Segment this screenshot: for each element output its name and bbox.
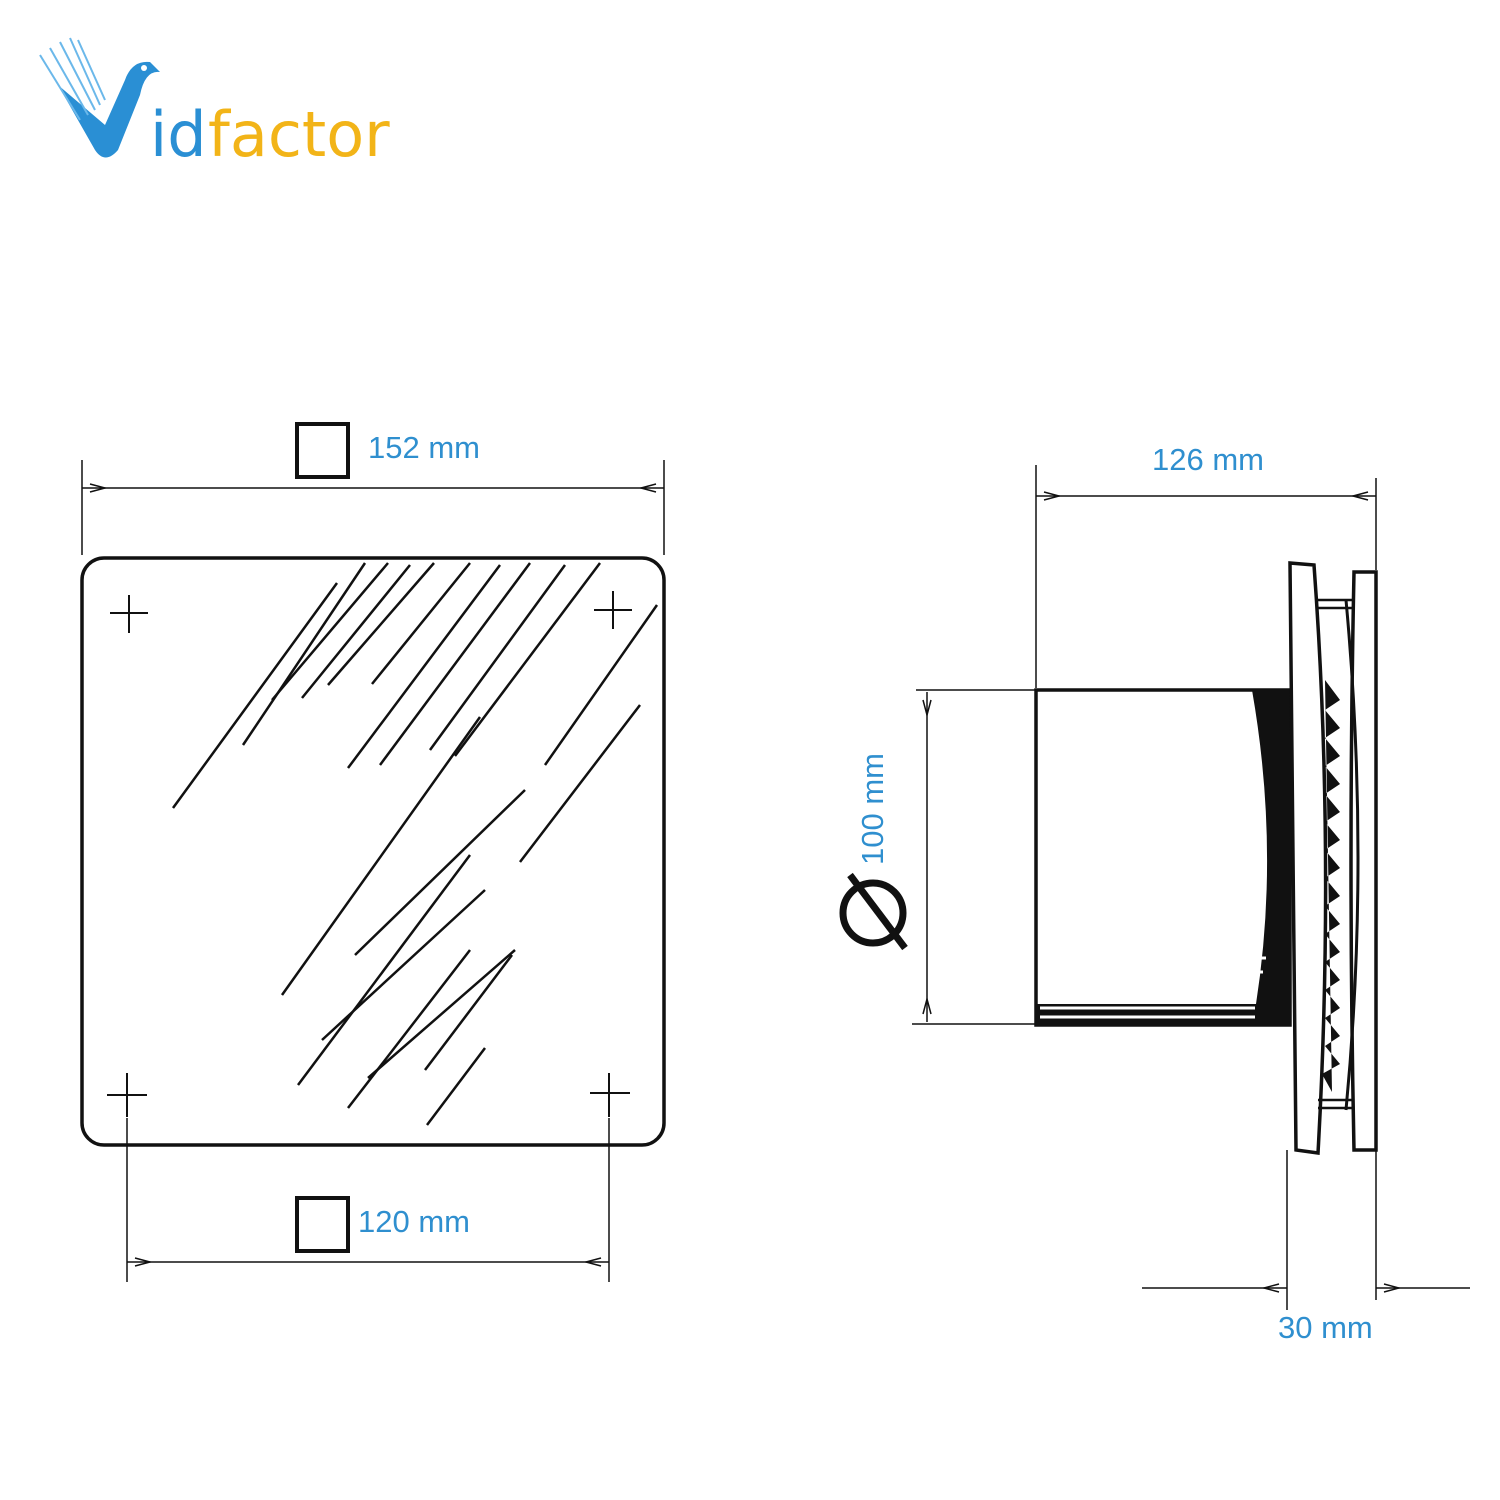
logo-text-id: id: [150, 98, 207, 171]
front-view: [80, 422, 666, 1282]
duct-shadow: [1036, 690, 1290, 1025]
square-symbol-icon: [295, 422, 350, 479]
front-dimension-lines: [81, 460, 665, 1282]
vidfactor-logo: id factor: [39, 37, 390, 171]
grille-teeth: [1322, 680, 1340, 1092]
outer-width-label: 152 mm: [368, 430, 480, 465]
duct-body: [1034, 688, 1292, 1027]
mounting-hole-markers: [107, 591, 632, 1117]
grille-thickness-label: 30 mm: [1278, 1310, 1373, 1345]
square-symbol-icon: [295, 1196, 350, 1253]
reflection-hatching: [171, 562, 659, 1126]
logo-bird-icon: [39, 37, 160, 158]
front-panel-outline: [80, 556, 666, 1147]
diameter-symbol-icon: [839, 872, 908, 951]
diameter-label: 100 mm: [855, 753, 890, 865]
duct-grooves: [1040, 956, 1266, 1019]
hole-spacing-label: 120 mm: [358, 1204, 470, 1239]
back-plate: [1349, 570, 1378, 1152]
side-dimension-lines: [912, 465, 1470, 1310]
logo-text-factor: factor: [208, 98, 390, 171]
side-view: [912, 465, 1470, 1310]
front-grille-plate: [1288, 561, 1328, 1155]
spacer-posts: [1316, 598, 1354, 1110]
depth-label: 126 mm: [1152, 442, 1264, 477]
